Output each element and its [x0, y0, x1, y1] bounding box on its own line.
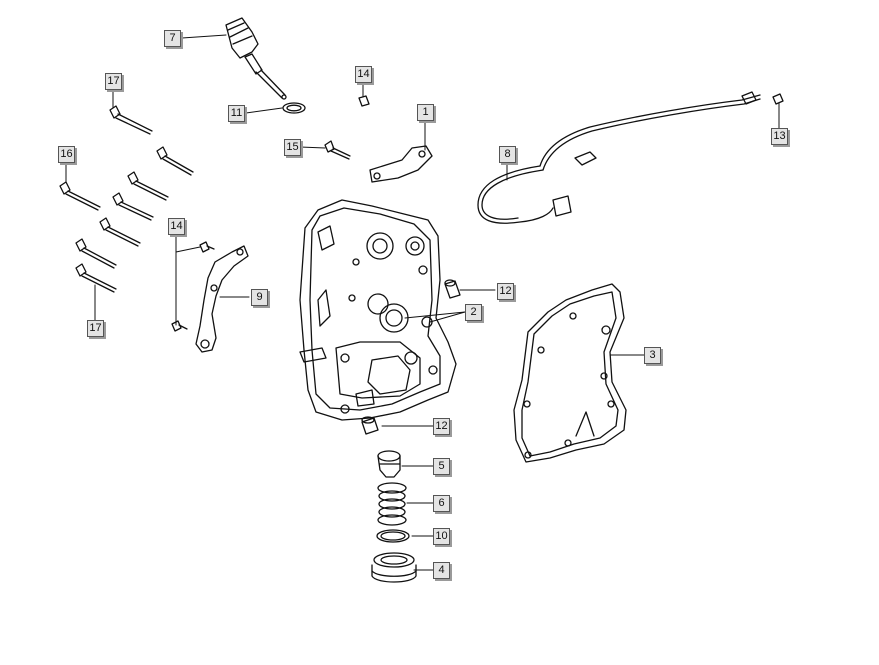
cable-8 [477, 91, 761, 224]
callout-1: 1 [417, 104, 434, 121]
callout-6: 6 [433, 495, 450, 512]
callout-14: 14 [168, 218, 185, 235]
gasket [513, 283, 627, 463]
oil-dipstick [225, 17, 287, 100]
callout-15: 15 [284, 139, 301, 156]
callout-2: 2 [465, 304, 482, 321]
callout-9: 9 [251, 289, 268, 306]
spring [377, 482, 407, 526]
callout-8: 8 [499, 146, 516, 163]
callout-3: 3 [644, 347, 661, 364]
callout-12: 12 [497, 283, 514, 300]
callout-13: 13 [771, 128, 788, 145]
filter-cap [377, 450, 401, 478]
callout-7: 7 [164, 30, 181, 47]
crankcase-cover [299, 199, 457, 421]
callout-12: 12 [433, 418, 450, 435]
o-ring-dipstick [282, 102, 306, 114]
callout-17: 17 [87, 320, 104, 337]
callout-10: 10 [433, 528, 450, 545]
callout-11: 11 [228, 105, 245, 122]
bolts [59, 93, 784, 332]
drain-plug [371, 552, 417, 583]
callout-14: 14 [355, 66, 372, 83]
dowel-pins [361, 279, 461, 435]
bracket-9 [195, 245, 249, 353]
callout-4: 4 [433, 562, 450, 579]
callout-16: 16 [58, 146, 75, 163]
o-ring [376, 529, 410, 543]
callout-17: 17 [105, 73, 122, 90]
callout-5: 5 [433, 458, 450, 475]
bracket-1 [369, 145, 433, 183]
leader-lines [65, 34, 780, 571]
